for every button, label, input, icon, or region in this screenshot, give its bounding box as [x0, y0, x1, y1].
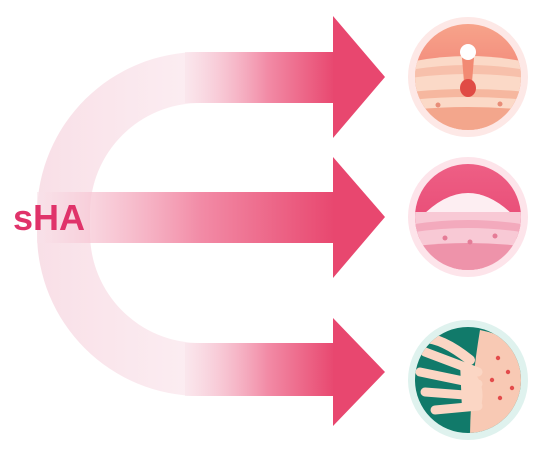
arrow-to-hydration — [37, 157, 385, 278]
arrow-to-eczema — [185, 318, 385, 426]
flow-arc — [37, 52, 330, 396]
acne-skin-icon — [408, 17, 528, 137]
hydrated-skin-icon — [408, 157, 528, 277]
source-label: sHA — [13, 197, 85, 238]
arrow-to-acne — [185, 16, 385, 138]
irritated-hand-skin-icon — [408, 320, 528, 440]
